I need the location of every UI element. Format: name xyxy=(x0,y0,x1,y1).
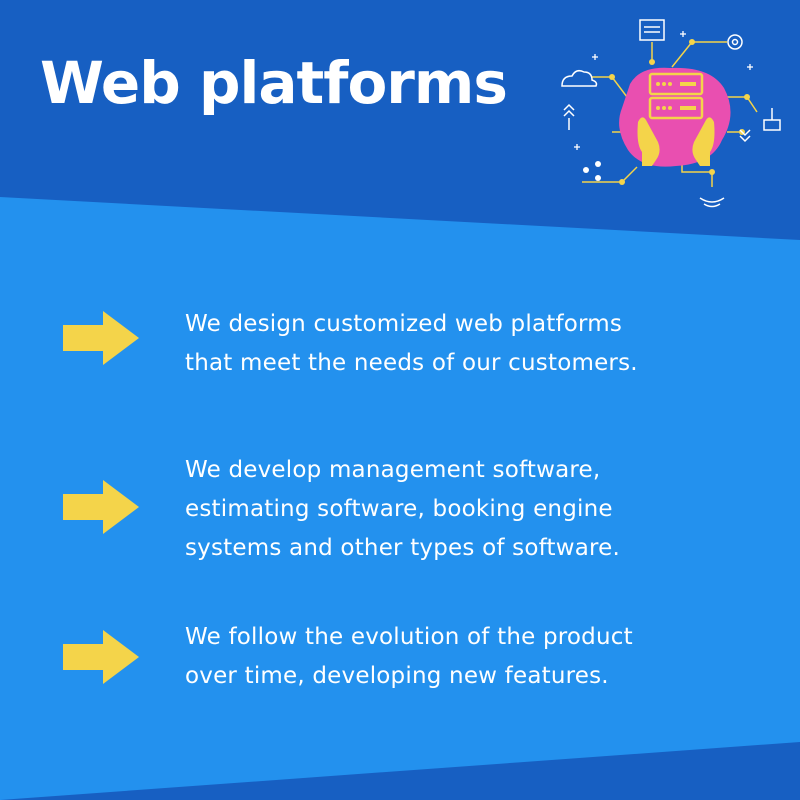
right-arrow-icon xyxy=(63,311,139,365)
bullet-text: We follow the evolution of the product o… xyxy=(185,618,745,696)
bullet-line: over time, developing new features. xyxy=(185,663,609,689)
bullet-text: We design customized web platforms that … xyxy=(185,305,745,383)
right-arrow-icon xyxy=(63,630,139,684)
bullet-line: that meet the needs of our customers. xyxy=(185,350,638,376)
page-title: Web platforms xyxy=(40,49,508,117)
right-arrow-icon xyxy=(63,480,139,534)
bullet-line: We develop management software, xyxy=(185,457,601,483)
server-in-hands-network-icon xyxy=(561,19,781,208)
bullet-line: We design customized web platforms xyxy=(185,311,623,337)
bullet-line: We follow the evolution of the product xyxy=(185,624,633,650)
bullet-line: systems and other types of software. xyxy=(185,535,621,561)
bullet-text: We develop management software, estimati… xyxy=(185,451,745,568)
bullet-line: estimating software, booking engine xyxy=(185,496,613,522)
